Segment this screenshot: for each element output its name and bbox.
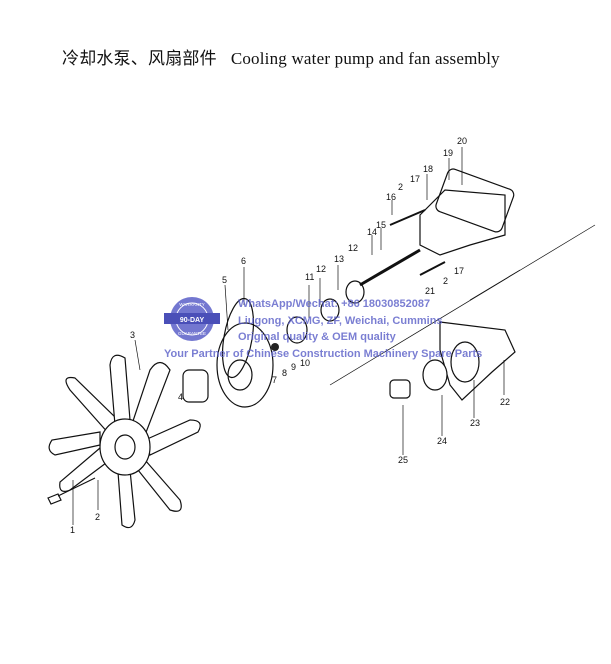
label-7: 7 [272,375,277,385]
label-16: 16 [386,192,396,202]
diagram-title: 冷却水泵、风扇部件 Cooling water pump and fan asse… [62,44,500,69]
label-15: 15 [376,220,386,230]
watermark-contact: WhatsApp/Wechat: +86 18030852087 [238,298,431,310]
label-14: 14 [367,227,377,237]
impeller [422,359,448,391]
guide-line [329,224,596,386]
label-23: 23 [470,418,480,428]
guide-line [469,269,521,301]
shaft [359,248,421,287]
title-zh: 冷却水泵、风扇部件 [62,49,217,68]
label-11: 11 [305,272,314,282]
label-20: 20 [457,136,467,146]
label-5: 5 [222,275,227,285]
pump-housing [419,189,506,256]
label-2b: 2 [443,276,448,286]
title-en: Cooling water pump and fan assembly [230,49,500,68]
watermark-brands: Liugong, XCMG, ZF, Weichai, Cummins [238,315,443,327]
watermark-slogan: Your Partner of Chinese Construction Mac… [164,348,483,360]
label-8: 8 [282,368,287,378]
label-24: 24 [437,436,447,446]
badge-mid-text: 90-DAY [180,317,205,324]
label-12: 12 [316,264,326,274]
label-2c: 2 [398,182,403,192]
badge-top-text: WARRANTY [179,302,205,307]
label-3: 3 [130,330,135,340]
label-25: 25 [398,455,408,465]
hub [286,316,308,344]
spacer [182,369,209,403]
watermark-quality: Original quality & OEM quality [238,331,396,343]
label-9: 9 [291,362,296,372]
bolt [47,477,96,505]
label-22: 22 [500,397,510,407]
label-10: 10 [300,358,310,368]
plug [389,379,411,399]
label-4: 4 [178,392,183,402]
label-13: 13 [334,254,344,264]
warranty-badge: WARRANTY 90-DAY GUARANTEE [164,297,220,341]
label-12b: 12 [348,243,358,253]
label-17b: 17 [454,266,464,276]
label-19: 19 [443,148,453,158]
badge-bottom-text: GUARANTEE [178,331,206,336]
label-2: 2 [95,512,100,522]
belt [221,297,255,379]
label-6: 6 [241,256,246,266]
label-17: 17 [410,174,420,184]
label-1: 1 [70,525,75,535]
label-18: 18 [423,164,433,174]
fan [48,354,201,529]
label-21: 21 [425,286,435,296]
